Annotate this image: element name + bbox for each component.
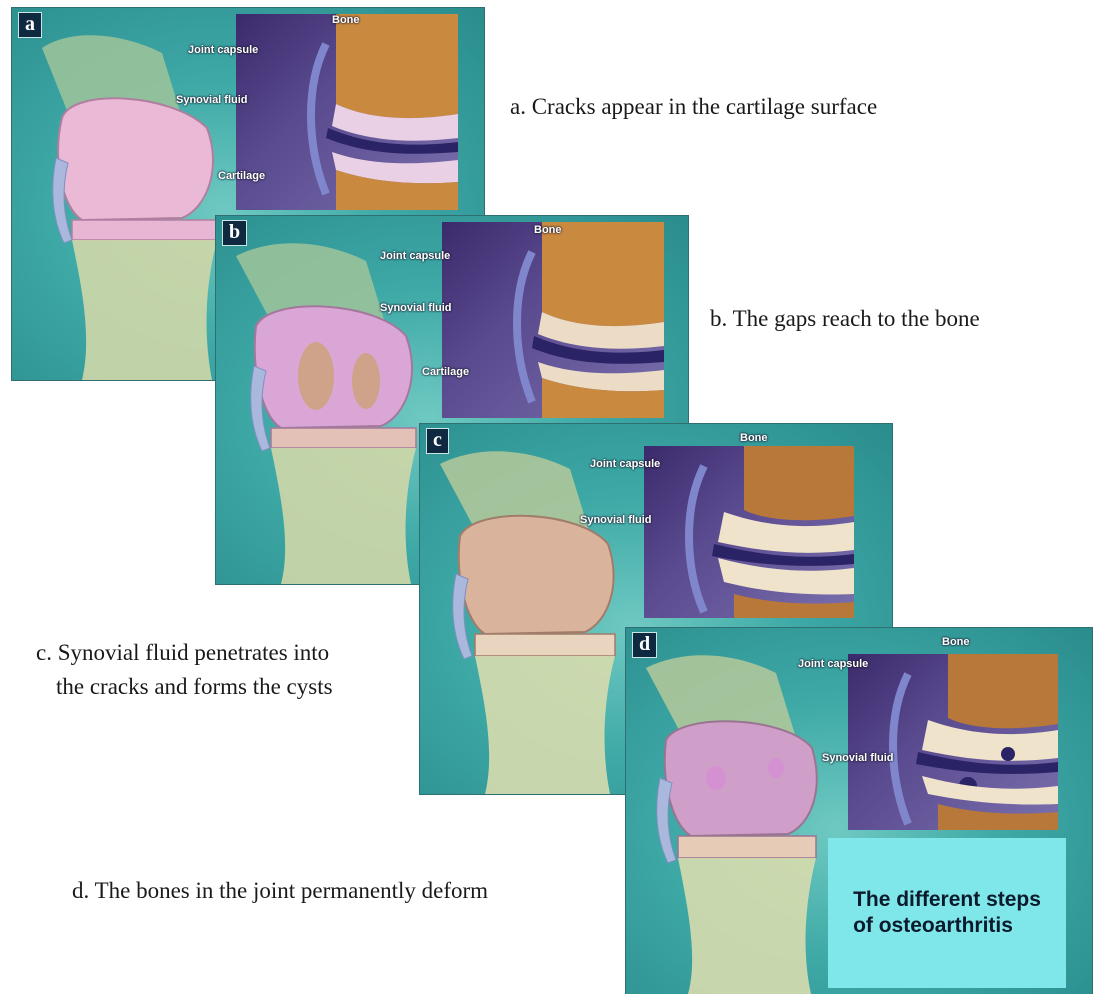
label-joint-capsule-c: Joint capsule <box>590 458 660 470</box>
label-bone-d: Bone <box>942 636 970 648</box>
label-synovial-fluid-d: Synovial fluid <box>822 752 894 764</box>
label-bone-a: Bone <box>332 14 360 26</box>
label-cartilage-a: Cartilage <box>218 170 265 182</box>
label-joint-capsule-d: Joint capsule <box>798 658 868 670</box>
caption-c-line2: the cracks and forms the cysts <box>56 672 333 702</box>
title-text: The different steps of osteoarthritis <box>853 887 1041 939</box>
label-synovial-fluid-a: Synovial fluid <box>176 94 248 106</box>
label-synovial-fluid-b: Synovial fluid <box>380 302 452 314</box>
caption-b: b. The gaps reach to the bone <box>710 304 980 334</box>
inset-d <box>848 654 1058 830</box>
panel-letter-a: a <box>18 12 42 38</box>
panel-letter-d: d <box>632 632 657 658</box>
label-synovial-fluid-c: Synovial fluid <box>580 514 652 526</box>
label-cartilage-b: Cartilage <box>422 366 469 378</box>
caption-d: d. The bones in the joint permanently de… <box>72 876 488 906</box>
caption-c-line1: c. Synovial fluid penetrates into <box>36 638 329 668</box>
inset-a <box>236 14 458 210</box>
panel-letter-b: b <box>222 220 247 246</box>
label-bone-c: Bone <box>740 432 768 444</box>
inset-b <box>442 222 664 418</box>
label-joint-capsule-a: Joint capsule <box>188 44 258 56</box>
label-bone-b: Bone <box>534 224 562 236</box>
label-joint-capsule-b: Joint capsule <box>380 250 450 262</box>
panel-letter-c: c <box>426 428 449 454</box>
title-box: The different steps of osteoarthritis <box>828 838 1066 988</box>
caption-a: a. Cracks appear in the cartilage surfac… <box>510 92 877 122</box>
inset-c <box>644 446 854 618</box>
